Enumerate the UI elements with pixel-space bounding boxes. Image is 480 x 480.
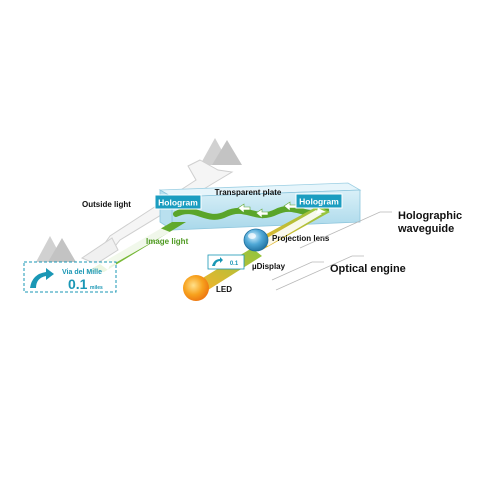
nav-distance: 0.1: [68, 276, 88, 292]
nav-street-name: Via del Mille: [62, 269, 102, 276]
transparent-plate-label: Transparent plate: [215, 188, 282, 197]
hologram-left-label: Hologram: [158, 198, 198, 208]
hologram-right-label: Hologram: [299, 197, 339, 207]
holographic-waveguide-label-line1: Holographic: [398, 210, 462, 222]
engine-to-hologram-beam: [248, 206, 330, 250]
projection-lens-label: Projection lens: [272, 234, 330, 243]
projection-lens: [243, 228, 269, 252]
led-label: LED: [216, 285, 232, 294]
micro-display-label: µDisplay: [252, 262, 286, 271]
turn-right-arrow-icon: [30, 268, 54, 288]
nav-distance-unit: miles: [90, 285, 103, 291]
optical-engine-label: Optical engine: [330, 263, 406, 275]
outside-light-label: Outside light: [82, 200, 131, 209]
micro-display: 0.1: [207, 254, 245, 270]
guide-lines: [271, 211, 392, 291]
image-light-label: Image light: [146, 237, 189, 246]
holographic-waveguide-label-line2: waveguide: [397, 223, 454, 235]
hologram-left: Hologram: [154, 194, 202, 210]
led: [183, 275, 209, 301]
mountain-icon-top: [200, 138, 242, 165]
navigation-display: Via del Mille 0.1 miles: [23, 261, 117, 293]
hologram-right: Hologram: [295, 193, 343, 209]
micro-display-distance: 0.1: [230, 261, 239, 267]
mountain-icon-left: [36, 236, 76, 262]
waveguide-light-path: [173, 205, 329, 220]
